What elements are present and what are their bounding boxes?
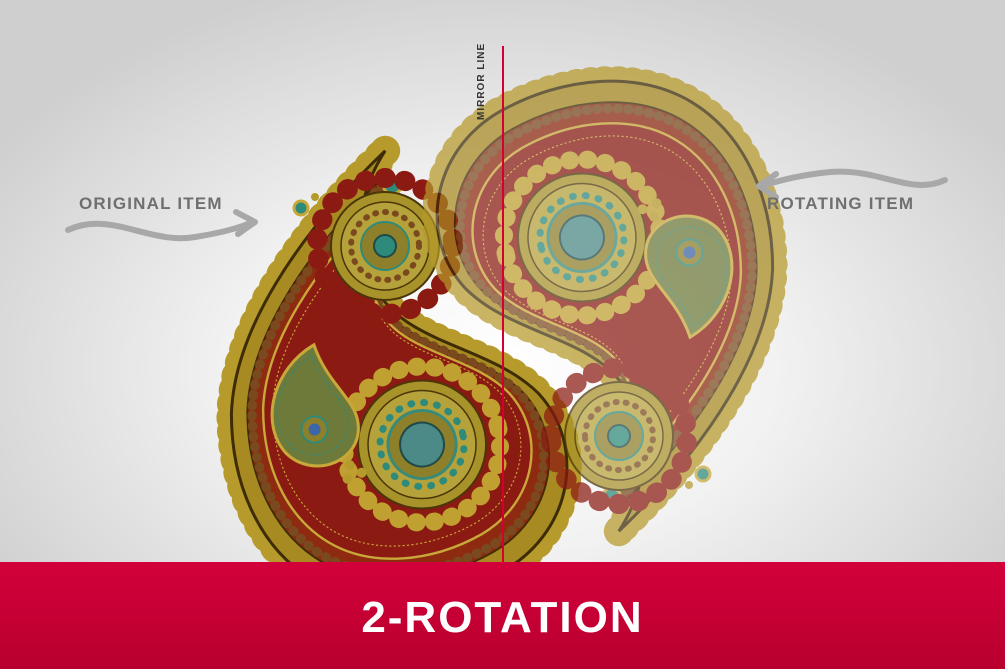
curved-arrow-left-icon	[756, 168, 948, 200]
rotated-copy	[414, 51, 825, 555]
original-item-label: ORIGINAL ITEM	[79, 194, 223, 213]
banner-title: 2-ROTATION	[361, 593, 644, 642]
title-banner: 2-ROTATION	[0, 562, 1005, 669]
rotating-item-label: ROTATING ITEM	[767, 194, 915, 213]
mirror-line-label: MIRROR LINE	[476, 42, 487, 120]
original-dot	[292, 199, 310, 217]
curved-arrow-right-icon	[65, 209, 258, 242]
